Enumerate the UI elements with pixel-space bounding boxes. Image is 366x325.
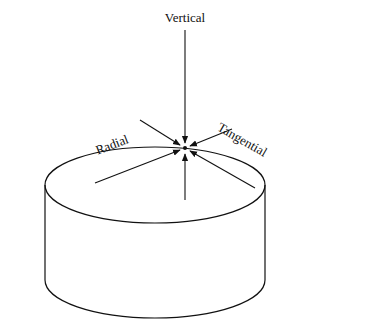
cylinder-side xyxy=(264,185,265,280)
vertical-arrow xyxy=(184,154,185,200)
cylinder-top xyxy=(45,147,265,223)
vertical-arrow xyxy=(184,30,185,143)
cylinder-side xyxy=(44,185,45,280)
cylinder-bottom xyxy=(45,280,265,318)
load-point xyxy=(183,146,187,150)
direction-label: Vertical xyxy=(165,11,205,24)
direction-label: Tangential xyxy=(215,120,269,159)
tangential-arrow xyxy=(140,120,180,145)
tangential-arrow xyxy=(190,151,255,188)
radial-arrow xyxy=(95,150,180,183)
